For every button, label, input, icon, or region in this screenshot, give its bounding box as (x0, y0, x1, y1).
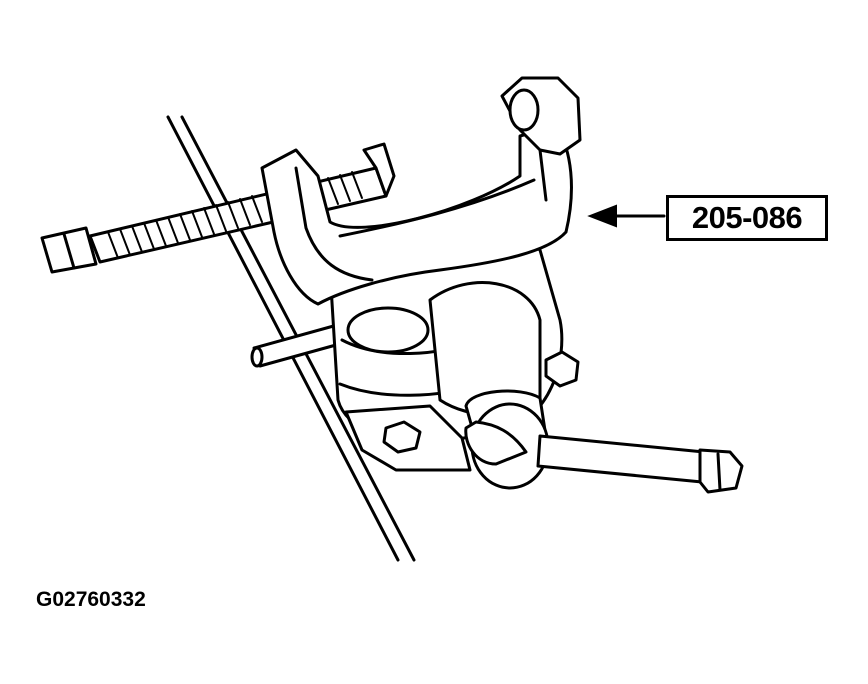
callout-leader (587, 204, 666, 228)
long-bolt (536, 434, 744, 494)
part-number-callout: 205-086 (666, 195, 828, 241)
swivel-adapter (464, 389, 550, 490)
figure-id: G02760332 (36, 588, 146, 611)
jaw-arm (500, 76, 582, 202)
yoke-beam (260, 124, 573, 306)
